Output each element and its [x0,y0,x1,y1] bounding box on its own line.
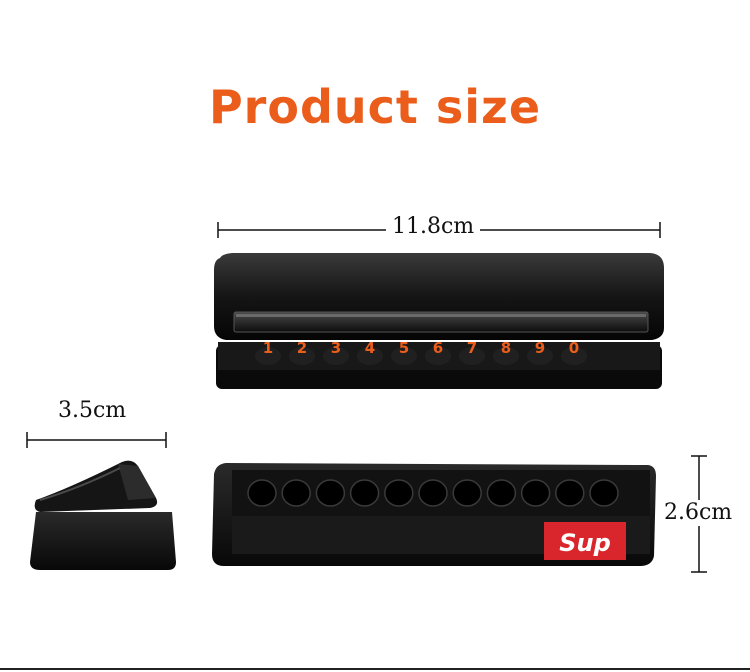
hole [486,479,517,507]
digit-wheel [391,347,417,365]
digit-wheel [527,347,553,365]
digit-label: 4 [365,339,375,357]
digit-label: 7 [467,339,477,357]
width-label: 11.8cm [386,214,481,240]
digit-wheel [289,347,315,365]
brand-logo: Sup [544,522,626,560]
hole [589,479,619,507]
digit-label: 6 [433,339,443,357]
depth-dimension-line [26,432,167,448]
number-plate-digits: 1 2 3 4 5 6 7 8 9 0 [255,339,587,365]
digit-label: 1 [263,339,273,357]
bottom-border [0,668,750,670]
digit-label: 8 [501,339,511,357]
product-front-view: 1 2 3 4 5 6 7 8 9 0 [214,253,664,389]
digit-wheel [323,347,349,365]
digit-label: 5 [399,339,409,357]
digit-wheel [493,347,519,365]
hole [349,479,380,507]
depth-label: 3.5cm [52,398,133,424]
hole [247,479,277,507]
hole [384,479,414,507]
digit-label: 2 [297,339,307,357]
brand-logo-text: Sup [559,529,611,557]
page-title: Product size [208,80,542,134]
digit-label: 0 [569,339,579,357]
hole [520,479,551,507]
digit-wheel [255,347,281,365]
hole [452,479,482,507]
digit-label: 9 [535,339,545,357]
hole [315,479,346,507]
hole [281,479,311,507]
digit-wheel [425,347,451,365]
hole [418,479,448,507]
hole-row [247,479,619,507]
digit-wheel [561,347,587,365]
digit-wheel [357,347,383,365]
hole [555,479,585,507]
digit-wheel [459,347,485,365]
digit-label: 3 [331,339,341,357]
product-side-view [30,460,176,570]
height-label: 2.6cm [662,500,735,526]
